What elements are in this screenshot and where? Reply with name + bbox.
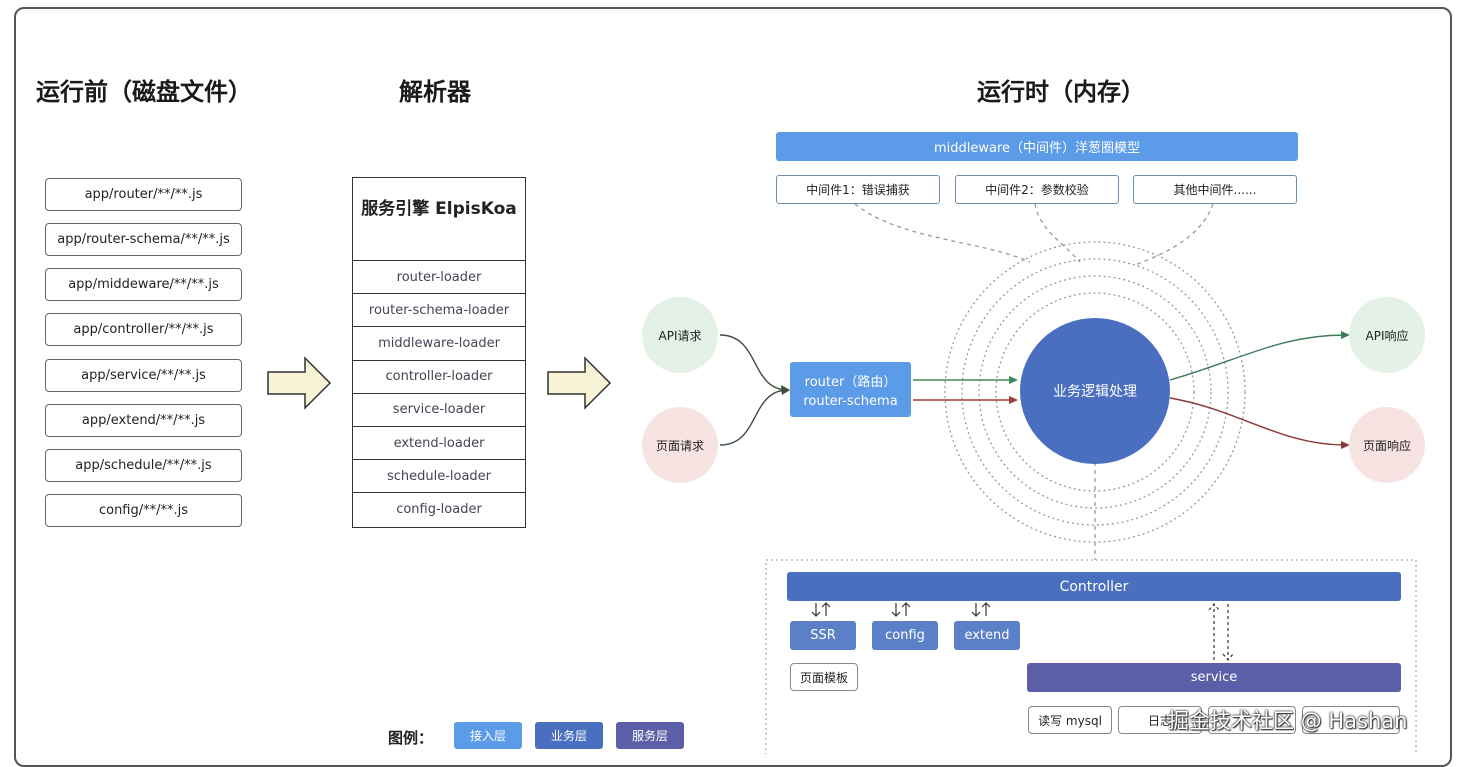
legend-business-layer: 业务层: [535, 722, 603, 749]
up-down-arrows: [811, 602, 1234, 661]
middleware-item: 中间件1：错误捕获: [776, 175, 940, 204]
legend-access-layer: 接入层: [454, 722, 522, 749]
file-box: app/middeware/**/**.js: [45, 268, 242, 301]
file-box: config/**/**.js: [45, 494, 242, 527]
middleware-title-bar: middleware（中间件）洋葱圈模型: [776, 132, 1298, 161]
service-engine: 服务引擎 ElpisKoa router-loader router-schem…: [352, 177, 526, 528]
config-box: config: [872, 621, 938, 650]
loader-item: extend-loader: [353, 427, 525, 461]
router-schema-label: router-schema: [803, 393, 898, 409]
service-bar: service: [1027, 663, 1401, 692]
service-item-box: [1302, 706, 1400, 734]
block-arrow-icon: [267, 356, 332, 410]
arrowhead-icon: [1009, 396, 1018, 404]
arrowhead-icon: [1009, 376, 1018, 384]
engine-title: 服务引擎 ElpisKoa: [353, 178, 525, 261]
arrowhead-icon: [1341, 331, 1350, 339]
loader-item: router-schema-loader: [353, 294, 525, 328]
file-box: app/service/**/**.js: [45, 359, 242, 392]
request-links: [719, 334, 789, 446]
file-box: app/extend/**/**.js: [45, 404, 242, 437]
file-box: app/schedule/**/**.js: [45, 449, 242, 482]
middleware-item: 中间件2：参数校验: [955, 175, 1119, 204]
mysql-box: 读写 mysql: [1028, 706, 1112, 734]
file-box: app/router/**/**.js: [45, 178, 242, 211]
controller-container: [765, 559, 1417, 754]
heading-disk: 运行前（磁盘文件）: [36, 78, 252, 106]
loader-item: config-loader: [396, 502, 482, 518]
loader-item: middleware-loader: [353, 327, 525, 361]
controller-bar: Controller: [787, 572, 1401, 601]
extend-box: extend: [954, 621, 1020, 650]
api-response-bubble: API响应: [1349, 297, 1425, 373]
loader-item: service-loader: [353, 394, 525, 427]
service-item-box: [1208, 706, 1296, 734]
api-request-bubble: API请求: [642, 297, 718, 373]
arrowhead-icon: [1341, 441, 1350, 449]
middleware-item: 其他中间件......: [1133, 175, 1297, 204]
router-label: router（路由）: [804, 374, 897, 390]
legend-service-layer: 服务层: [616, 722, 684, 749]
page-template-box: 页面模板: [790, 663, 858, 691]
loader-item: schedule-loader: [353, 460, 525, 494]
page-request-bubble: 页面请求: [642, 407, 718, 483]
ssr-box: SSR: [790, 621, 856, 650]
arrowhead-icon: [781, 385, 790, 395]
middleware-links: [854, 203, 1214, 560]
file-box: app/router-schema/**/**.js: [45, 223, 242, 256]
router-box: router（路由） router-schema: [790, 362, 911, 417]
file-box: app/controller/**/**.js: [45, 313, 242, 346]
api-response-link: [1169, 334, 1346, 381]
loader-item: controller-loader: [353, 361, 525, 394]
log-box: 日志: [1118, 706, 1202, 734]
watermark: 掘金技术社区 @ Hashan: [1168, 709, 1408, 733]
business-logic-core: 业务逻辑处理: [1020, 318, 1170, 464]
block-arrow-icon: [547, 356, 612, 410]
heading-parser: 解析器: [399, 78, 471, 106]
page-response-bubble: 页面响应: [1349, 407, 1425, 483]
page-response-link: [1169, 397, 1346, 446]
loader-item: router-loader: [353, 261, 525, 295]
heading-runtime: 运行时（内存）: [977, 78, 1145, 106]
legend-label: 图例：: [388, 729, 434, 747]
